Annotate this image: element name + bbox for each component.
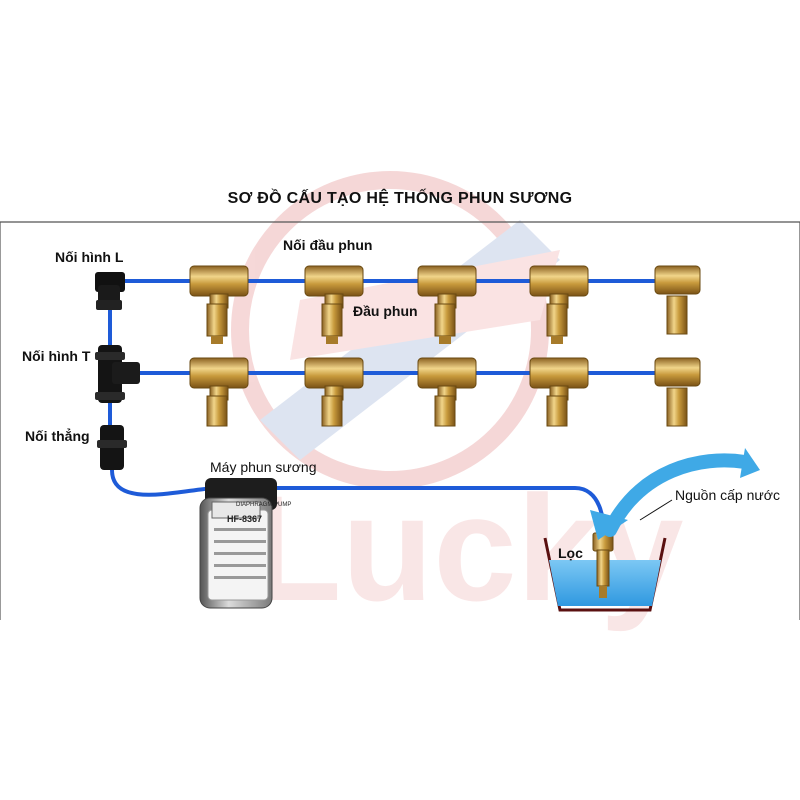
nozzle bbox=[666, 295, 688, 335]
label-nozzle: Đầu phun bbox=[353, 303, 418, 319]
pump-model-text: HF-8367 bbox=[227, 514, 263, 524]
pump-brand-text: DIAPHRAGM PUMP bbox=[236, 502, 292, 508]
nozzle bbox=[206, 303, 228, 344]
nozzle bbox=[434, 395, 456, 427]
misting-pump bbox=[199, 478, 277, 609]
straight-connector bbox=[97, 425, 127, 470]
label-elbow-connector: Nối hình L bbox=[55, 249, 124, 265]
label-water-source: Nguồn cấp nước bbox=[675, 487, 780, 503]
pump-inlet-pipe bbox=[110, 468, 217, 497]
top-row-nozzles bbox=[189, 265, 701, 344]
elbow-connector bbox=[95, 272, 125, 310]
label-pump: Máy phun sương bbox=[210, 459, 317, 475]
middle-row-nozzles bbox=[189, 357, 701, 427]
nozzle bbox=[666, 387, 688, 427]
frame-outline bbox=[0, 221, 800, 620]
source-pointer bbox=[639, 499, 673, 521]
tee-connector bbox=[95, 345, 140, 403]
nozzle-connector bbox=[417, 357, 477, 401]
end-cap bbox=[654, 265, 701, 295]
label-filter: Lọc bbox=[558, 545, 583, 561]
water-source-arrow bbox=[590, 448, 760, 540]
nozzle bbox=[206, 395, 228, 427]
label-straight-connector: Nối thẳng bbox=[25, 428, 90, 444]
nozzle bbox=[434, 303, 456, 344]
label-nozzle-connector: Nối đầu phun bbox=[283, 237, 373, 253]
end-cap bbox=[654, 357, 701, 387]
nozzle bbox=[321, 395, 343, 427]
nozzle bbox=[546, 395, 568, 427]
nozzle bbox=[546, 303, 568, 344]
nozzle-connector bbox=[529, 357, 589, 401]
nozzle bbox=[321, 303, 343, 344]
label-tee-connector: Nối hình T bbox=[22, 348, 91, 364]
filter bbox=[592, 532, 614, 598]
diagram-title: SƠ ĐỒ CẤU TẠO HỆ THỐNG PHUN SƯƠNG bbox=[227, 190, 573, 207]
nozzle-connector bbox=[189, 357, 249, 401]
